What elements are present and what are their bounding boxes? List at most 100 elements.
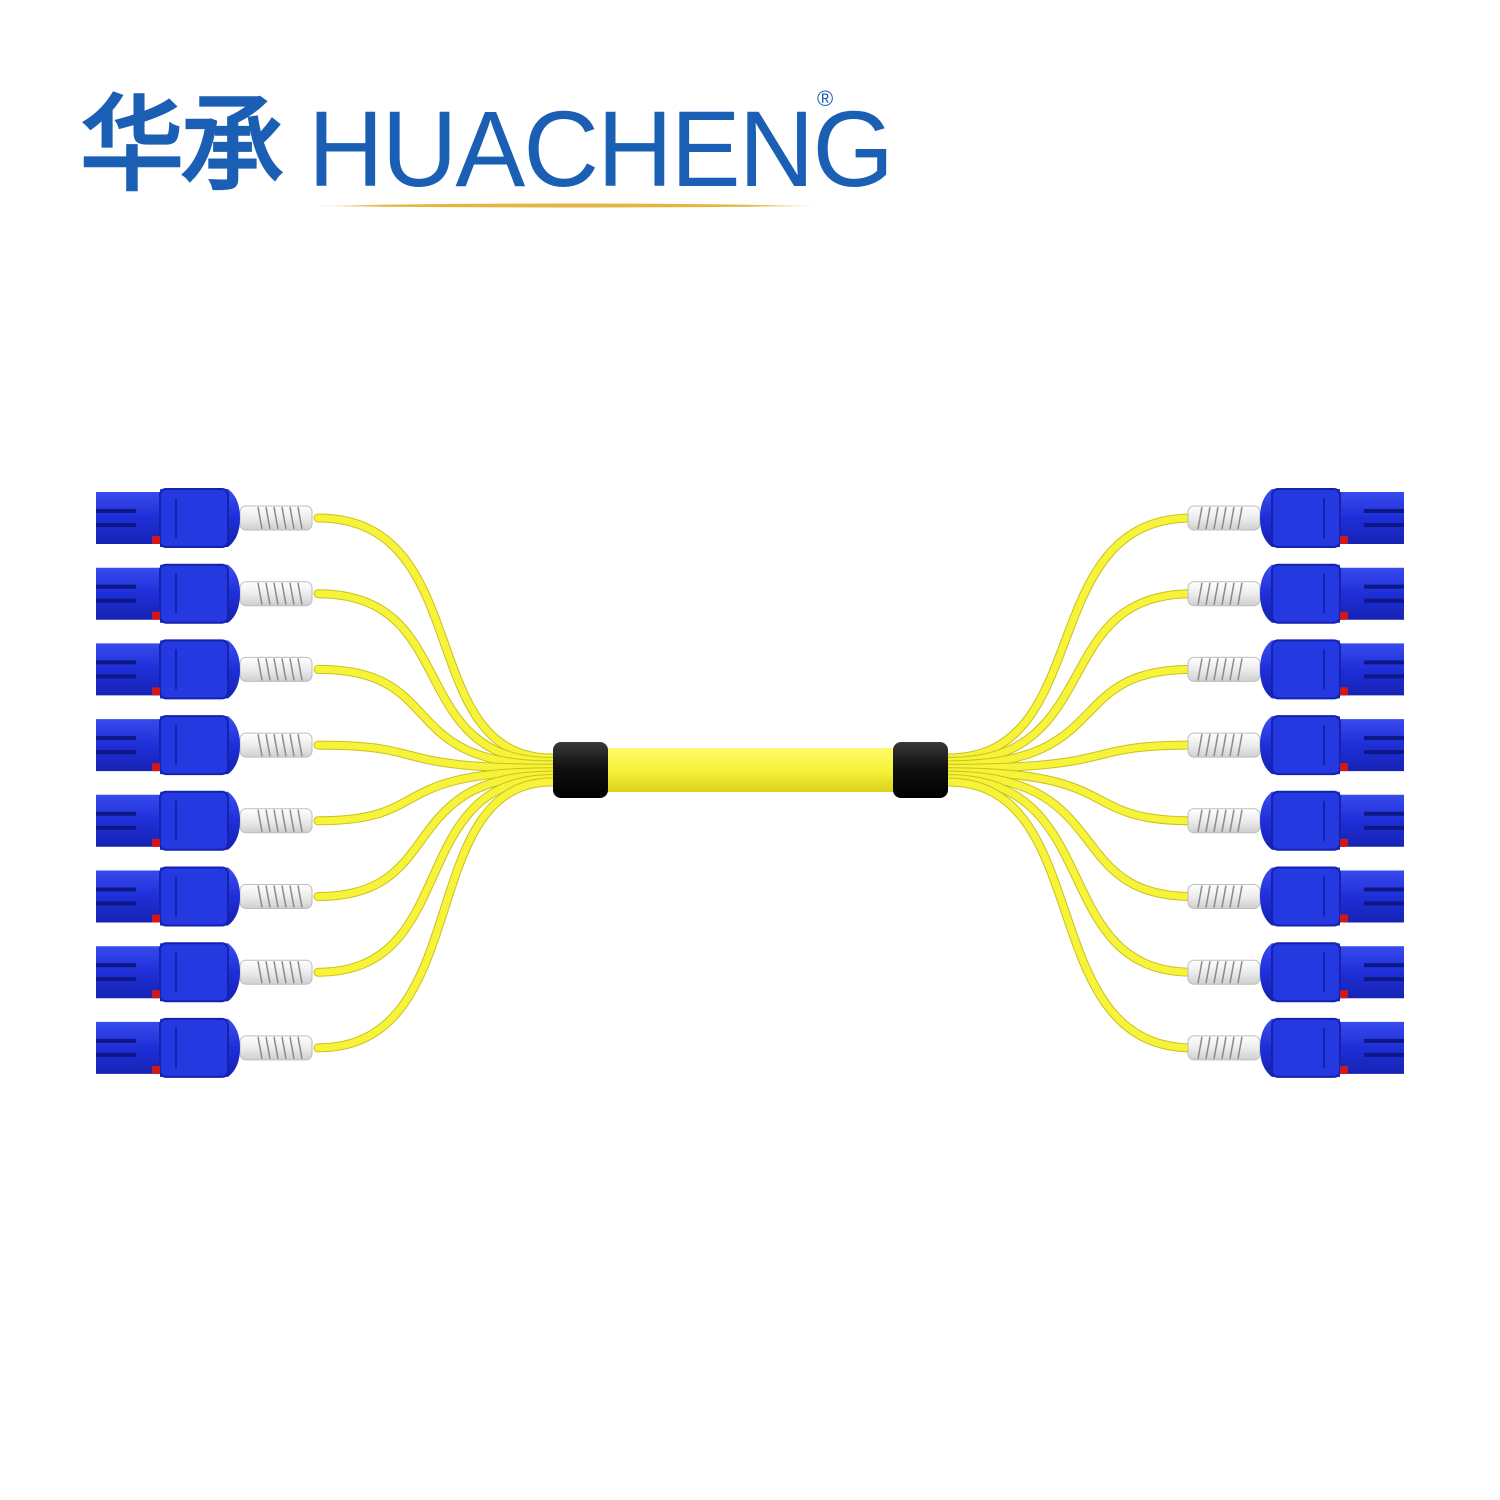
right-fiber [944,590,1196,765]
boot-ridge [1205,506,1211,530]
boot-ridge [1205,809,1211,832]
connector-slot [1364,887,1404,892]
left-fiber [314,514,556,762]
connector-boot [239,959,313,985]
boot-ridge [281,885,287,908]
left-lc-connector-icon [96,866,313,927]
connector-boot [239,656,313,682]
boot-ridge [1197,961,1203,984]
connector-slot [1364,977,1404,982]
trunk-cable [553,742,948,798]
boot-ridge [1213,733,1219,757]
polarity-marker [1340,1065,1348,1074]
boot-ridge [281,733,287,757]
boot-ridge [297,809,303,832]
boot-ridge [1197,733,1203,757]
boot-ridge [1237,1036,1243,1060]
boot-ridge [265,506,271,530]
boot-ridge [265,733,271,757]
polarity-marker [152,990,160,999]
polarity-marker [1340,914,1348,923]
connector-slot [1364,736,1404,741]
boot-ridge [1221,1036,1227,1060]
left-lc-connector-icon [96,942,313,1003]
connector-boot [1187,884,1261,909]
left-lc-connector-icon [96,639,313,700]
logo-english-text: HUACHENG [308,88,894,209]
polarity-marker [152,687,160,696]
right-fiber [944,775,1196,976]
boot-ridge [1221,506,1227,530]
boot-ridge [273,658,279,681]
connector-latch [1271,866,1341,927]
boot-ridge [265,1036,271,1060]
connector-latch [1271,715,1341,776]
boot-ridge [1237,961,1243,984]
connector-slot [1364,584,1404,589]
boot-ridge [289,733,295,757]
boot-ridge [1229,582,1235,605]
logo-chinese-text: 华承 [80,84,284,206]
right-fiber [944,665,1196,769]
logo-underline-swoosh [305,203,825,208]
boot-ridge [297,1036,303,1060]
connector-slot [96,509,136,513]
boot-ridge [257,506,263,530]
boot-ridge [1237,809,1243,832]
right-fiber [944,741,1196,772]
boot-ridge [1205,733,1211,757]
boot-ridge [265,582,271,605]
boot-ridge [1197,809,1203,832]
boot-ridge [297,658,303,681]
left-fiber [314,741,556,772]
right-fiber [944,778,1196,1052]
connector-slot [96,750,136,755]
right-fiber [944,768,1196,825]
right-fiber-shadow [943,774,1197,977]
brand-logo: 华承 HUACHENG ® [80,84,894,215]
boot-ridge [1205,1036,1211,1060]
connector-latch [1271,563,1341,624]
boot-ridge [1221,582,1227,605]
right-connectors [1187,488,1404,1078]
boot-ridge [1237,582,1243,605]
boot-ridge [1229,809,1235,832]
polarity-marker [152,838,160,847]
connector-slot [96,523,136,527]
left-connectors [96,488,313,1078]
right-lc-connector-icon [1187,1017,1404,1078]
boot-ridge [257,658,263,681]
left-lc-connector-icon [96,790,313,851]
boot-ridge [297,733,303,757]
boot-ridge [297,506,303,530]
boot-ridge [289,809,295,832]
connector-boot [239,505,313,531]
right-fiber [944,771,1196,900]
connector-latch [1271,1017,1341,1078]
connector-slot [1364,1038,1404,1043]
connector-latch [159,942,229,1003]
connector-slot [96,963,136,968]
right-lc-connector-icon [1187,639,1404,700]
left-fiber [314,775,556,976]
connector-boot [239,581,313,607]
boot-ridge [1213,885,1219,908]
boot-ridge [273,733,279,757]
polarity-marker [152,914,160,923]
boot-ridge [265,885,271,908]
right-lc-connector-icon [1187,866,1404,927]
boot-ridge [1221,809,1227,832]
boot-ridge [1197,506,1203,530]
connector-slot [96,598,136,603]
boot-ridge [1221,658,1227,681]
boot-ridge [257,1036,263,1060]
boot-ridge [265,961,271,984]
boot-ridge [1205,582,1211,605]
polarity-marker [1340,763,1348,772]
boot-ridge [289,961,295,984]
right-breakout-sleeve [893,742,948,798]
boot-ridge [1237,658,1243,681]
connector-latch [159,715,229,776]
right-lc-connector-icon [1187,488,1404,548]
